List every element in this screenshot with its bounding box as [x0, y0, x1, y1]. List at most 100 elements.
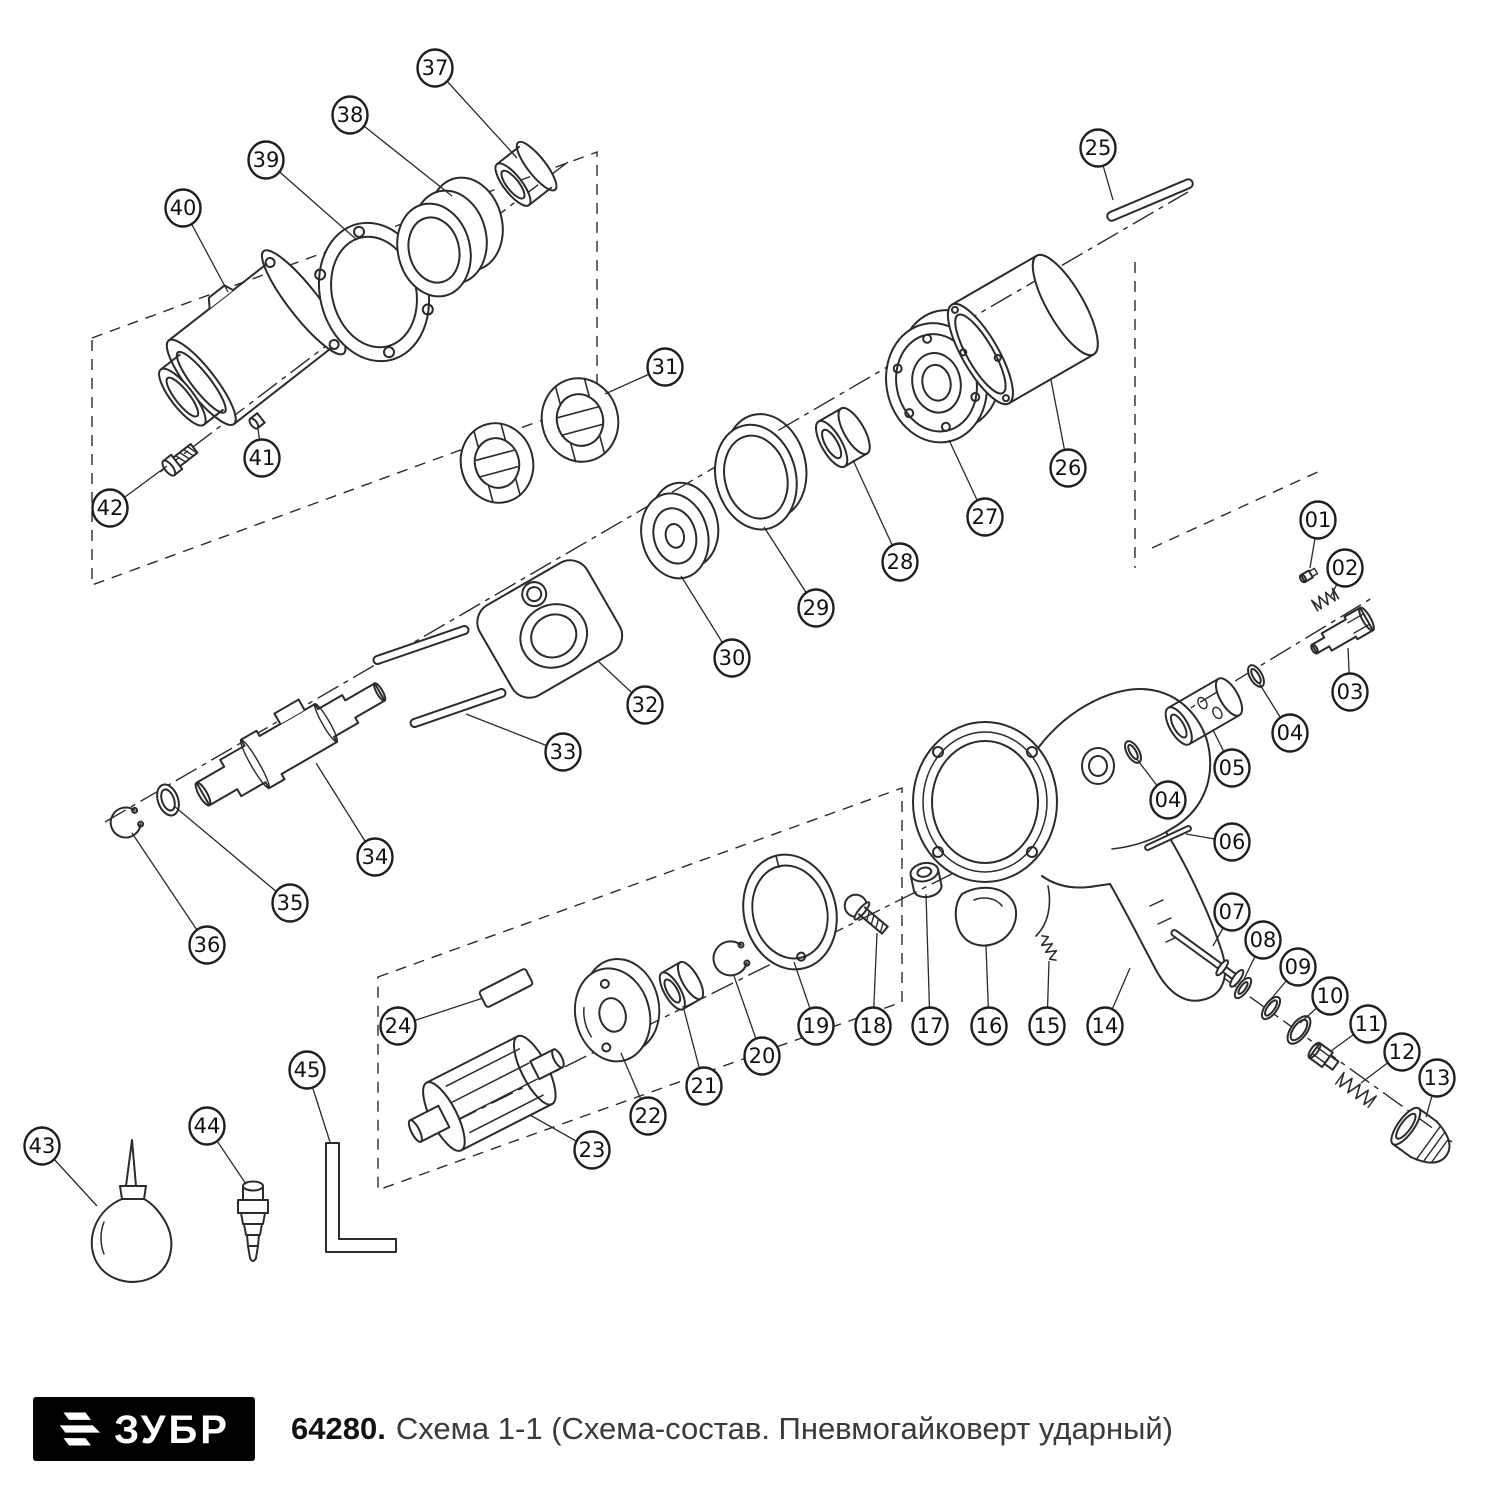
svg-text:35: 35	[277, 891, 304, 915]
svg-text:13: 13	[1424, 1066, 1451, 1090]
part-23-rotor	[407, 1034, 565, 1152]
part-43-oil-bottle	[90, 1139, 173, 1283]
part-17-collar	[909, 861, 943, 899]
svg-text:38: 38	[337, 103, 364, 127]
part-20-snap-ring	[712, 940, 751, 977]
part-32-hammer-cage	[476, 559, 624, 699]
svg-text:39: 39	[253, 148, 280, 172]
callout-35: 35	[271, 883, 309, 923]
leader-line-36	[131, 832, 208, 946]
svg-text:45: 45	[294, 1058, 321, 1082]
svg-text:31: 31	[652, 355, 679, 379]
svg-text:04: 04	[1277, 721, 1304, 745]
svg-text:19: 19	[803, 1014, 830, 1038]
svg-text:41: 41	[249, 446, 276, 470]
svg-text:05: 05	[1219, 756, 1246, 780]
callout-33: 33	[544, 732, 582, 772]
svg-text:28: 28	[887, 550, 914, 574]
svg-text:29: 29	[803, 596, 830, 620]
part-10-ring	[1286, 1015, 1312, 1045]
brand-name: ЗУБР	[114, 1407, 230, 1452]
callout-17: 17	[911, 1006, 949, 1046]
callout-32: 32	[626, 685, 664, 725]
svg-text:03: 03	[1337, 680, 1364, 704]
callout-08: 08	[1244, 920, 1282, 960]
svg-text:26: 26	[1055, 456, 1082, 480]
part-15-spring-pin	[1040, 935, 1058, 961]
callout-14: 14	[1086, 1006, 1124, 1046]
leader-line-17	[925, 893, 931, 1027]
svg-text:07: 07	[1219, 900, 1246, 924]
part-04-o-ring	[1247, 664, 1265, 688]
part-18-screw	[843, 893, 889, 935]
svg-text:27: 27	[972, 505, 999, 529]
svg-text:06: 06	[1219, 830, 1246, 854]
callout-bubbles: 0102030405040607080910111213141516171819…	[23, 48, 1456, 1170]
svg-text:33: 33	[550, 740, 577, 764]
artwork	[90, 140, 1451, 1283]
part-13-exhaust-cap	[1390, 1106, 1451, 1164]
svg-text:37: 37	[422, 56, 449, 80]
part-26-cylinder	[946, 253, 1099, 406]
callout-11: 11	[1349, 1004, 1387, 1044]
part-45-hex-key	[325, 1142, 397, 1253]
svg-text:40: 40	[170, 196, 197, 220]
diagram-title: Схема 1-1 (Схема-состав. Пневмогайковерт…	[395, 1411, 1174, 1446]
part-24-vane	[478, 968, 534, 1008]
callout-44: 44	[188, 1106, 226, 1146]
svg-text:36: 36	[194, 933, 221, 957]
part-28-bearing	[814, 406, 871, 469]
callout-39: 39	[247, 140, 285, 180]
svg-text:42: 42	[97, 496, 124, 520]
part-19-gasket	[742, 853, 838, 971]
zubr-logo-icon	[59, 1412, 101, 1446]
callout-15: 15	[1028, 1006, 1066, 1046]
svg-text:10: 10	[1317, 984, 1344, 1008]
svg-text:16: 16	[976, 1014, 1003, 1038]
leader-line-35	[173, 805, 291, 904]
svg-text:34: 34	[362, 845, 389, 869]
part-37-bushing	[494, 140, 558, 207]
part-07-valve-stem	[1170, 929, 1245, 988]
part-16-trigger	[954, 886, 1018, 947]
callout-05: 05	[1213, 748, 1251, 788]
part-29-ring	[713, 413, 808, 531]
leader-line-39	[265, 159, 358, 241]
callout-16: 16	[970, 1006, 1008, 1046]
callout-37: 37	[416, 48, 454, 88]
part-44-air-inlet-nipple	[237, 1180, 269, 1262]
callout-18: 18	[854, 1006, 892, 1046]
part-31-clutch-dog	[540, 377, 620, 463]
callout-19: 19	[797, 1006, 835, 1046]
part-03-valve	[1310, 606, 1375, 655]
callout-40: 40	[164, 188, 202, 228]
part-36-retaining-ring	[109, 806, 145, 839]
part-06-pin	[1144, 824, 1192, 852]
part-21-bearing	[658, 960, 705, 1011]
part-02-spring	[1310, 587, 1340, 612]
svg-text:09: 09	[1285, 955, 1312, 979]
svg-text:23: 23	[579, 1138, 606, 1162]
callout-42: 42	[91, 488, 129, 528]
callout-07: 07	[1213, 892, 1251, 932]
leader-lines	[41, 67, 1438, 1207]
callout-20: 20	[743, 1036, 781, 1076]
svg-text:32: 32	[632, 693, 659, 717]
callout-02: 02	[1326, 548, 1364, 588]
part-34-anvil	[194, 682, 387, 807]
svg-text:17: 17	[917, 1014, 944, 1038]
part-12-spring	[1335, 1071, 1378, 1109]
callout-04: 04	[1149, 780, 1187, 820]
part-31-clutch-dog	[459, 422, 535, 504]
callout-34: 34	[356, 837, 394, 877]
callout-03: 03	[1331, 672, 1369, 712]
leader-line-37	[434, 67, 518, 159]
product-code: 64280.	[291, 1411, 386, 1446]
part-40-hammer-case	[158, 249, 347, 427]
callout-10: 10	[1311, 976, 1349, 1016]
part-33-pin	[409, 688, 507, 728]
svg-text:11: 11	[1355, 1012, 1382, 1036]
callout-01: 01	[1299, 500, 1337, 540]
callout-22: 22	[629, 1096, 667, 1136]
